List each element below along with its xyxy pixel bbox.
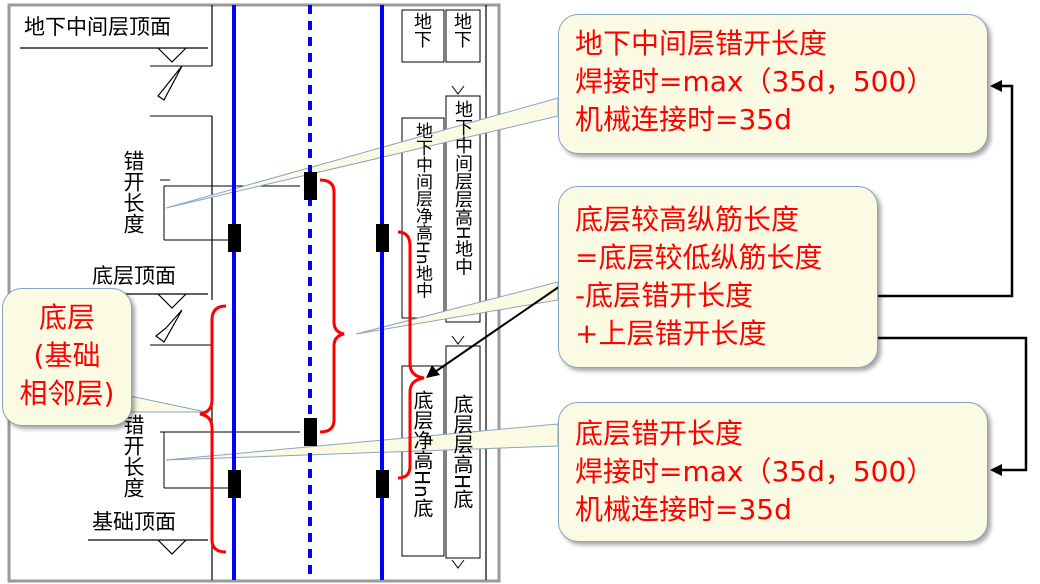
- callout-line: 机械连接时=35d: [575, 493, 792, 526]
- splice-connector: [228, 470, 241, 498]
- callout-line: 底层: [38, 301, 95, 334]
- callout-line: 机械连接时=35d: [575, 103, 792, 136]
- callout-line: -底层错开长度: [575, 279, 754, 312]
- base-stagger-callout: 底层错开长度 焊接时=max（35d，500） 机械连接时=35d: [558, 402, 988, 542]
- callout-line: +上层错开长度: [575, 317, 767, 350]
- callout-line: 焊接时=max（35d，500）: [575, 455, 935, 488]
- foundation-top-label: 基础顶面: [92, 510, 176, 534]
- ug-floor-height-top-box: [445, 9, 481, 63]
- elevation-mark: [157, 539, 187, 555]
- upper-stagger-label: 错开长度: [121, 150, 145, 234]
- callout-line: 相邻层): [19, 377, 115, 410]
- splice-connector: [304, 172, 317, 200]
- splice-connector: [304, 418, 317, 446]
- upper-stagger-link: [790, 84, 1014, 298]
- base-floor-callout: 底层 (基础 相邻层): [2, 288, 132, 426]
- ug-floor-height-label: 地下中间层层高H地中: [452, 100, 473, 276]
- callout-line: 地下中间层错开长度: [575, 27, 828, 60]
- splice-connector: [228, 224, 241, 252]
- base-floor-height-box: [445, 345, 481, 559]
- callout-line: (基础: [33, 339, 101, 372]
- base-clear-height-label: 底层净高Hn底: [410, 390, 434, 518]
- base-floor-height-label: 底层层高H底: [450, 394, 474, 510]
- break-line: [157, 65, 183, 101]
- underground-stagger-callout: 地下中间层错开长度 焊接时=max（35d，500） 机械连接时=35d: [558, 14, 988, 154]
- stagger-bracket: [319, 178, 345, 434]
- splice-connector: [376, 470, 389, 498]
- underground-top-label: 地下中间层顶面: [24, 15, 171, 39]
- elevation-mark: [157, 293, 187, 309]
- lower-stagger-label: 错开长度: [121, 414, 145, 498]
- callout-line: =底层较低纵筋长度: [575, 241, 823, 274]
- splice-connector: [376, 224, 389, 252]
- formula-callout: 底层较高纵筋长度 =底层较低纵筋长度 -底层错开长度 +上层错开长度: [558, 186, 878, 368]
- callout-line: 焊接时=max（35d，500）: [575, 65, 935, 98]
- ug-clear-height-top-box: [401, 9, 445, 63]
- base-stagger-link: [790, 336, 1028, 472]
- callout-line: 底层较高纵筋长度: [575, 203, 800, 236]
- base-floor-bracket: [199, 304, 227, 554]
- callout-line: 底层错开长度: [575, 417, 744, 450]
- ug-floor-height-top-label: 地下: [451, 12, 472, 48]
- ug-clear-height-top-label: 地下: [411, 12, 432, 48]
- break-line: [155, 309, 183, 343]
- formula-arrow: [431, 281, 567, 375]
- longer-rebar-bracket: [397, 230, 425, 480]
- base-floor-top-label: 底层顶面: [92, 264, 176, 288]
- ug-clear-height-label: 地下中间层净高Hn地中: [412, 122, 432, 299]
- elevation-mark: [157, 47, 187, 63]
